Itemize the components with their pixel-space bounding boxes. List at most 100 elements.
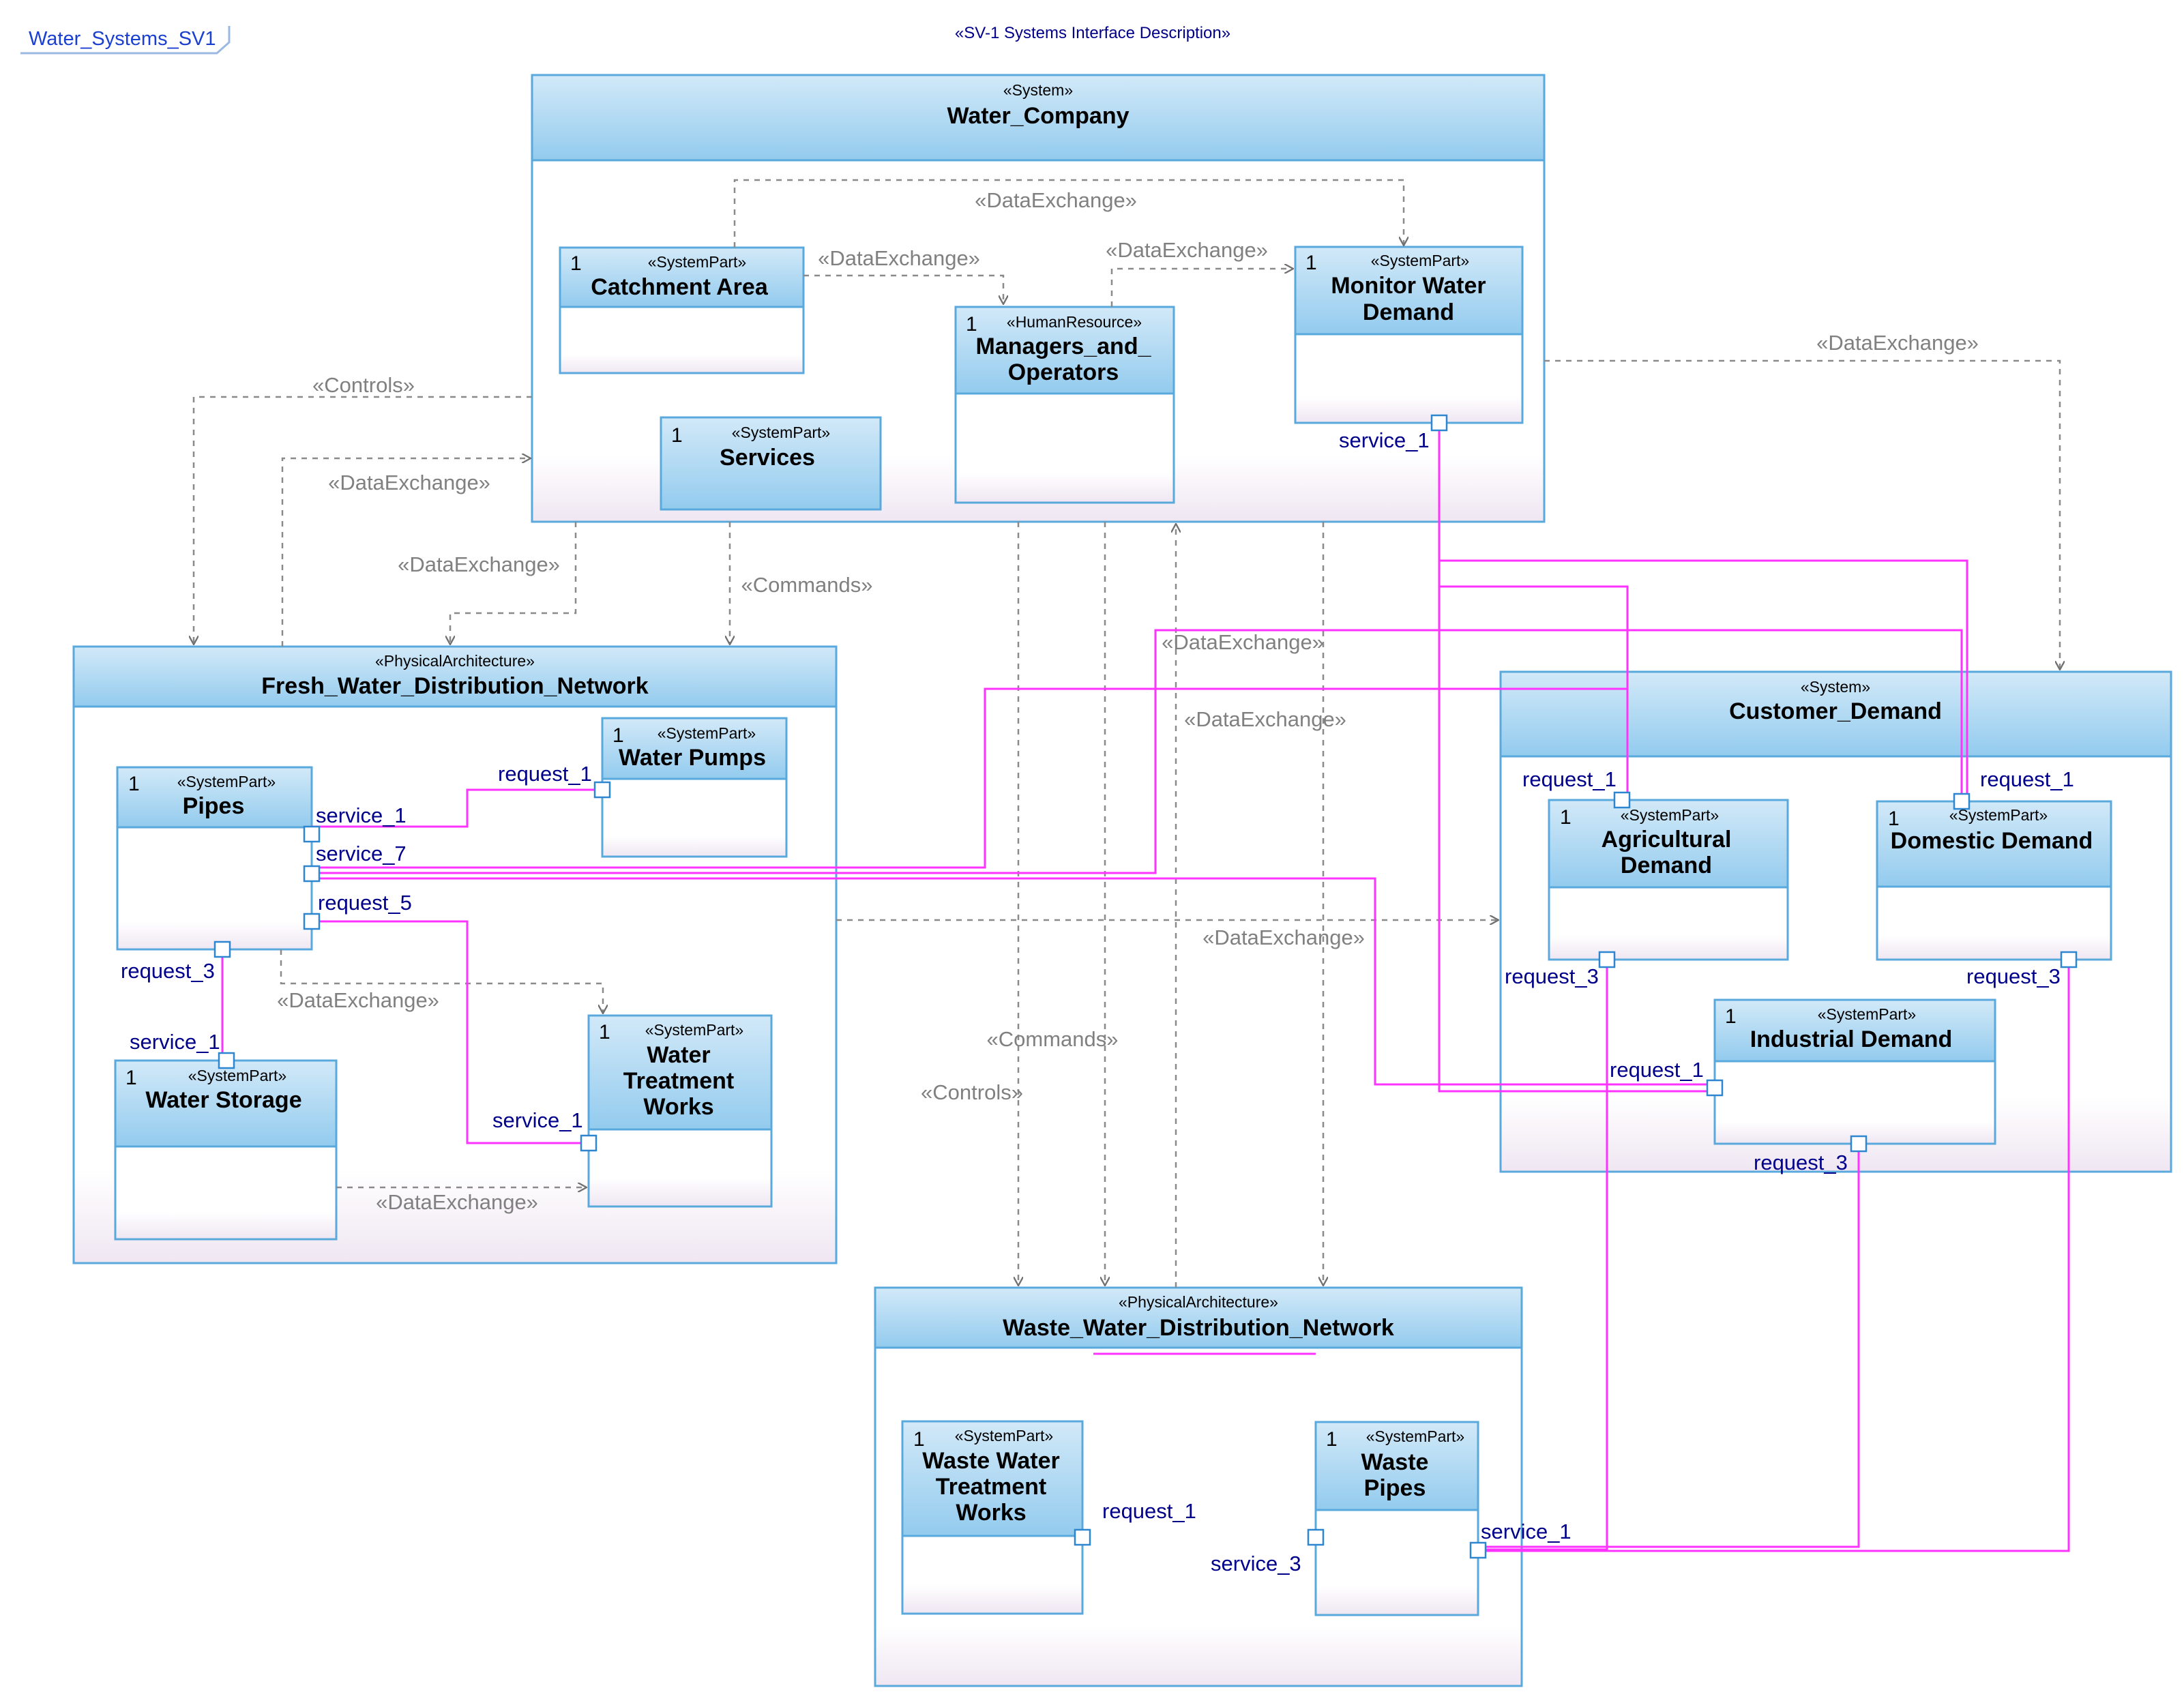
domestic-demand-part[interactable]: 1 «SystemPart» Domestic Demand <box>1876 800 2112 961</box>
commands-company-waste-label: «Commands» <box>987 1027 1119 1051</box>
agricultural-stereotype: «SystemPart» <box>1621 806 1719 824</box>
connector-domestic-wastepipes[interactable] <box>1478 960 2070 1552</box>
wastepipes-service-1-label: service_1 <box>1481 1520 1571 1543</box>
monitor-stereotype: «SystemPart» <box>1371 252 1469 269</box>
controls-company-fresh-line[interactable] <box>194 396 532 645</box>
waste-water-stereotype: «PhysicalArchitecture» <box>1119 1293 1278 1311</box>
diagram-frame-tab[interactable]: Water_Systems_SV1 <box>20 26 231 55</box>
port-monitor-service-1[interactable] <box>1430 414 1448 432</box>
de-catch-monitor-line[interactable] <box>733 179 1404 248</box>
port-agricultural-request-3[interactable] <box>1598 951 1616 968</box>
de-fresh-company-label: «DataExchange» <box>328 471 490 494</box>
monitor-service-1-label: service_1 <box>1339 428 1430 452</box>
commands-company-fresh-label: «Commands» <box>741 573 873 597</box>
de-pipes-treatment-line[interactable] <box>280 949 603 1013</box>
connector-pipes-industrial[interactable] <box>312 877 1715 1086</box>
de-fresh-customer-label: «DataExchange» <box>1202 925 1365 949</box>
port-treatment-service-1[interactable] <box>580 1134 597 1152</box>
managers-operators-part[interactable]: 1 «HumanResource» Managers_and_ Operator… <box>954 306 1175 504</box>
connector-monitor-industrial[interactable] <box>1438 561 1715 1093</box>
water-treatment-name-line2: Treatment <box>623 1068 735 1094</box>
managers-multiplicity: 1 <box>966 313 977 336</box>
domestic-multiplicity: 1 <box>1888 808 1900 830</box>
fresh-water-name: Fresh_Water_Distribution_Network <box>261 673 648 699</box>
fresh-water-stereotype: «PhysicalArchitecture» <box>375 652 535 670</box>
water-storage-part[interactable]: 1 «SystemPart» Water Storage <box>114 1059 338 1241</box>
pipes-part[interactable]: 1 «SystemPart» Pipes <box>116 766 313 951</box>
port-pipes-service-7[interactable] <box>303 865 321 883</box>
port-wastepipes-service-3[interactable] <box>1307 1528 1325 1546</box>
port-wastepipes-service-1[interactable] <box>1469 1541 1487 1559</box>
industrial-demand-part[interactable]: 1 «SystemPart» Industrial Demand <box>1713 998 1996 1145</box>
port-industrial-request-3[interactable] <box>1850 1135 1868 1153</box>
industrial-request-3-label: request_3 <box>1754 1151 1848 1174</box>
connector-lines <box>221 423 2070 1552</box>
port-agricultural-request-1[interactable] <box>1613 791 1631 809</box>
port-storage-service-1[interactable] <box>218 1052 235 1069</box>
port-industrial-request-1[interactable] <box>1706 1079 1724 1097</box>
water-treatment-multiplicity: 1 <box>599 1021 610 1043</box>
catchment-area-part[interactable]: 1 «SystemPart» Catchment Area <box>559 246 805 374</box>
connector-pipes-domestic[interactable] <box>312 629 1963 874</box>
customer-demand-name: Customer_Demand <box>1729 698 1942 724</box>
waste-treatment-multiplicity: 1 <box>913 1428 925 1451</box>
waste-pipes-part[interactable]: 1 «SystemPart» Waste Pipes <box>1314 1421 1479 1616</box>
de-company-fresh-line[interactable] <box>450 522 577 645</box>
domestic-request-3-label: request_3 <box>1966 964 2061 988</box>
services-name: Services <box>720 445 815 471</box>
de-fresh-company-line[interactable] <box>281 458 531 647</box>
connector-pipes-pumps[interactable] <box>312 788 602 828</box>
port-pipes-request-5[interactable] <box>303 913 321 930</box>
catchment-multiplicity: 1 <box>570 252 582 275</box>
monitor-name-line1: Monitor Water <box>1331 273 1486 299</box>
wastepipes-service-3-label: service_3 <box>1211 1552 1301 1575</box>
waste-treatment-stereotype: «SystemPart» <box>955 1427 1053 1445</box>
connector-pipes-treatment[interactable] <box>312 920 589 1144</box>
water-pumps-part[interactable]: 1 «SystemPart» Water Pumps <box>601 717 788 858</box>
pipes-service-7-label: service_7 <box>316 842 407 865</box>
customer-demand-stereotype: «System» <box>1801 678 1870 696</box>
treatment-service-1-label: service_1 <box>492 1108 583 1132</box>
catchment-stereotype: «SystemPart» <box>648 253 746 271</box>
water-company-stereotype: «System» <box>1003 81 1073 99</box>
port-domestic-request-3[interactable] <box>2060 951 2078 968</box>
catchment-name: Catchment Area <box>591 274 769 300</box>
port-pumps-request-1[interactable] <box>593 781 611 799</box>
services-part[interactable]: 1 «SystemPart» Services <box>660 416 882 511</box>
water-storage-multiplicity: 1 <box>126 1067 137 1089</box>
port-pipes-service-1[interactable] <box>303 825 321 843</box>
connector-monitor-agricultural[interactable] <box>1439 585 1629 800</box>
connector-agricultural-wastepipes[interactable] <box>1478 960 1608 1551</box>
pipes-multiplicity: 1 <box>128 773 140 795</box>
pipes-name: Pipes <box>183 793 245 819</box>
managers-name-line2: Operators <box>1008 359 1119 385</box>
connector-monitor-domestic[interactable] <box>1438 423 1968 801</box>
domestic-request-1-label: request_1 <box>1980 767 2074 791</box>
port-domestic-request-1[interactable] <box>1953 793 1971 810</box>
monitor-water-demand-part[interactable]: 1 «SystemPart» Monitor Water Demand <box>1294 246 1524 424</box>
de-managers-monitor-line[interactable] <box>1110 269 1293 307</box>
de-monitor-customer-line[interactable] <box>1544 359 2060 670</box>
port-pipes-request-3[interactable] <box>213 941 231 958</box>
industrial-stereotype: «SystemPart» <box>1818 1005 1916 1023</box>
waste-pipes-name-line2: Pipes <box>1364 1475 1426 1501</box>
dependency-lines <box>194 179 2060 1288</box>
pumps-request-1-label: request_1 <box>498 762 592 786</box>
pipes-request-5-label: request_5 <box>318 891 412 915</box>
de-catch-managers-line[interactable] <box>803 274 1003 304</box>
de-managers-monitor-label: «DataExchange» <box>1106 238 1268 262</box>
de-storage-treatment-label: «DataExchange» <box>376 1190 538 1214</box>
connector-industrial-wastepipes[interactable] <box>1478 1144 1860 1548</box>
relation-labels: «DataExchange» «DataExchange» «DataExcha… <box>277 188 1979 1214</box>
port-wastetreatment-request-1[interactable] <box>1074 1528 1091 1546</box>
agricultural-demand-part[interactable]: 1 «SystemPart» Agricultural Demand <box>1548 799 1789 961</box>
water-pumps-stereotype: «SystemPart» <box>658 724 756 742</box>
monitor-name-line2: Demand <box>1363 299 1454 325</box>
waste-water-treatment-works-part[interactable]: 1 «SystemPart» Waste Water Treatment Wor… <box>901 1420 1084 1615</box>
wastetreatment-request-1-label: request_1 <box>1102 1499 1196 1523</box>
industrial-name: Industrial Demand <box>1750 1026 1953 1052</box>
water-treatment-works-part[interactable]: 1 «SystemPart» Water Treatment Works <box>587 1014 773 1208</box>
ports <box>213 414 2078 1559</box>
de-catch-monitor-label: «DataExchange» <box>975 188 1137 212</box>
waste-pipes-multiplicity: 1 <box>1326 1428 1338 1451</box>
